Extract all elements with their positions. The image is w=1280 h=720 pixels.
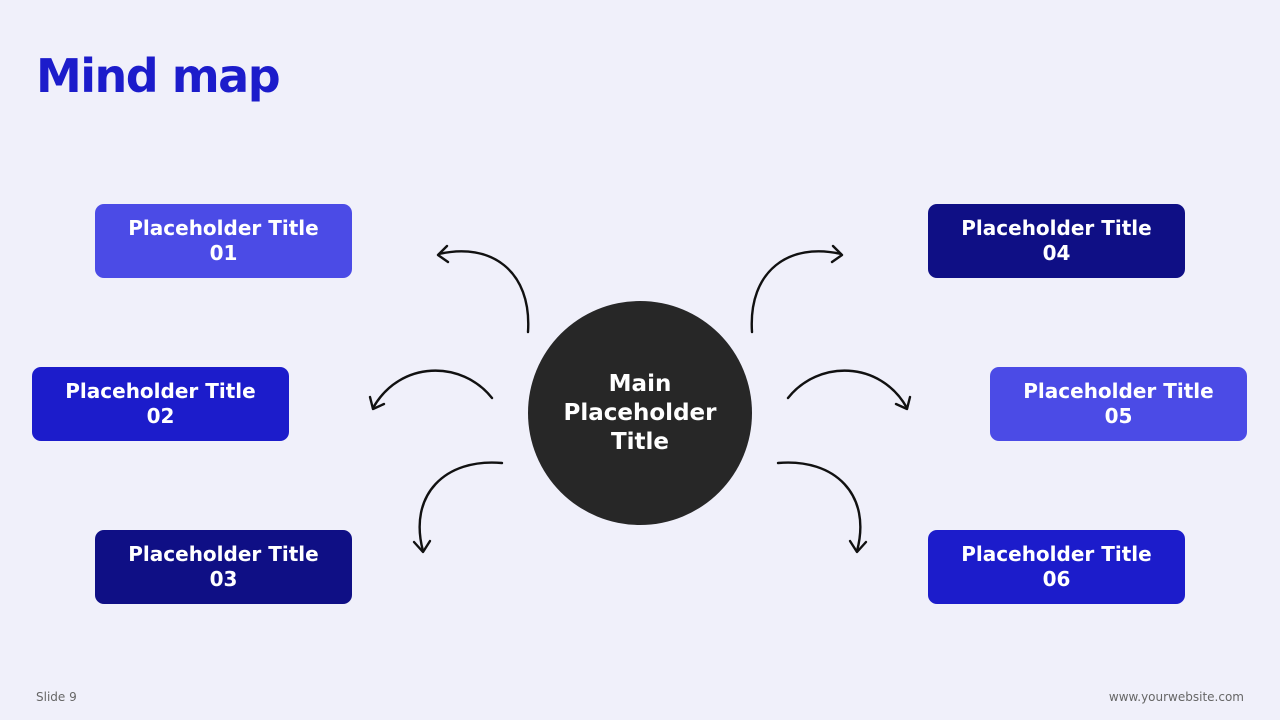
arrow-to-node-03 <box>412 461 504 554</box>
node-04-label: Placeholder Title <box>961 216 1152 240</box>
node-01-label: Placeholder Title <box>128 216 319 240</box>
arrow-to-node-06 <box>776 461 868 554</box>
node-02-label: Placeholder Title <box>65 379 256 403</box>
node-06: Placeholder Title 06 <box>928 530 1185 604</box>
slide-number: Slide 9 <box>36 690 77 704</box>
node-05-number: 05 <box>1104 404 1133 428</box>
node-04: Placeholder Title 04 <box>928 204 1185 278</box>
node-03: Placeholder Title 03 <box>95 530 352 604</box>
node-01: Placeholder Title 01 <box>95 204 352 278</box>
node-05: Placeholder Title 05 <box>990 367 1247 441</box>
node-03-number: 03 <box>209 567 238 591</box>
slide-title: Mind map <box>36 49 281 103</box>
node-03-label: Placeholder Title <box>128 542 319 566</box>
node-02: Placeholder Title 02 <box>32 367 289 441</box>
arrow-to-node-01 <box>436 244 530 334</box>
arrow-to-node-04 <box>750 244 844 334</box>
arrow-to-node-02 <box>368 369 494 411</box>
central-topic: Main Placeholder Title <box>528 301 752 525</box>
node-04-number: 04 <box>1042 241 1071 265</box>
arrow-to-node-05 <box>786 369 912 411</box>
node-01-number: 01 <box>209 241 238 265</box>
node-06-number: 06 <box>1042 567 1071 591</box>
node-05-label: Placeholder Title <box>1023 379 1214 403</box>
node-06-label: Placeholder Title <box>961 542 1152 566</box>
website-link: www.yourwebsite.com <box>1108 690 1244 704</box>
node-02-number: 02 <box>146 404 175 428</box>
